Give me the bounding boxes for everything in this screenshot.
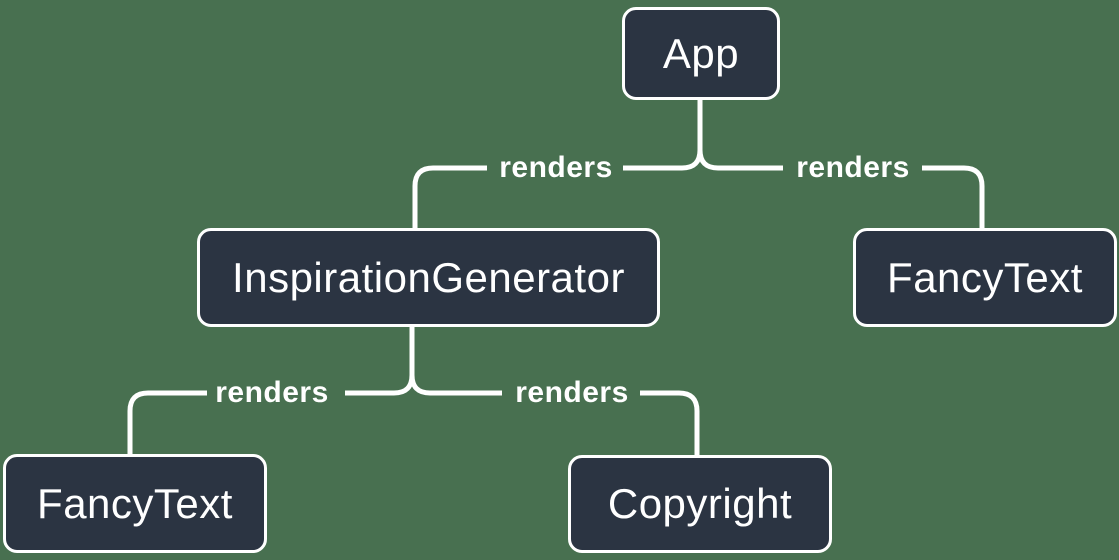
edge-label-renders-app-right: renders <box>796 151 910 184</box>
node-app: App <box>622 7 780 100</box>
node-copyright: Copyright <box>568 455 832 553</box>
node-inspiration-generator-label: InspirationGenerator <box>232 253 625 301</box>
node-fancy-text-top: FancyText <box>853 228 1117 327</box>
edge-inspiration-generator-to-copyright <box>409 374 700 455</box>
node-copyright-label: Copyright <box>607 480 793 527</box>
node-app-label: App <box>662 29 740 77</box>
edge-label-renders-ig-left: renders <box>215 376 329 409</box>
edge-label-renders-app-left: renders <box>499 151 613 184</box>
edge-app-to-fancy-text <box>697 149 985 228</box>
node-fancy-text-bottom: FancyText <box>3 454 267 553</box>
node-fancy-text-top-label: FancyText <box>887 253 1083 301</box>
node-fancy-text-bottom-label: FancyText <box>37 479 233 527</box>
edge-label-renders-ig-right: renders <box>515 376 629 409</box>
node-inspiration-generator: InspirationGenerator <box>197 228 660 327</box>
